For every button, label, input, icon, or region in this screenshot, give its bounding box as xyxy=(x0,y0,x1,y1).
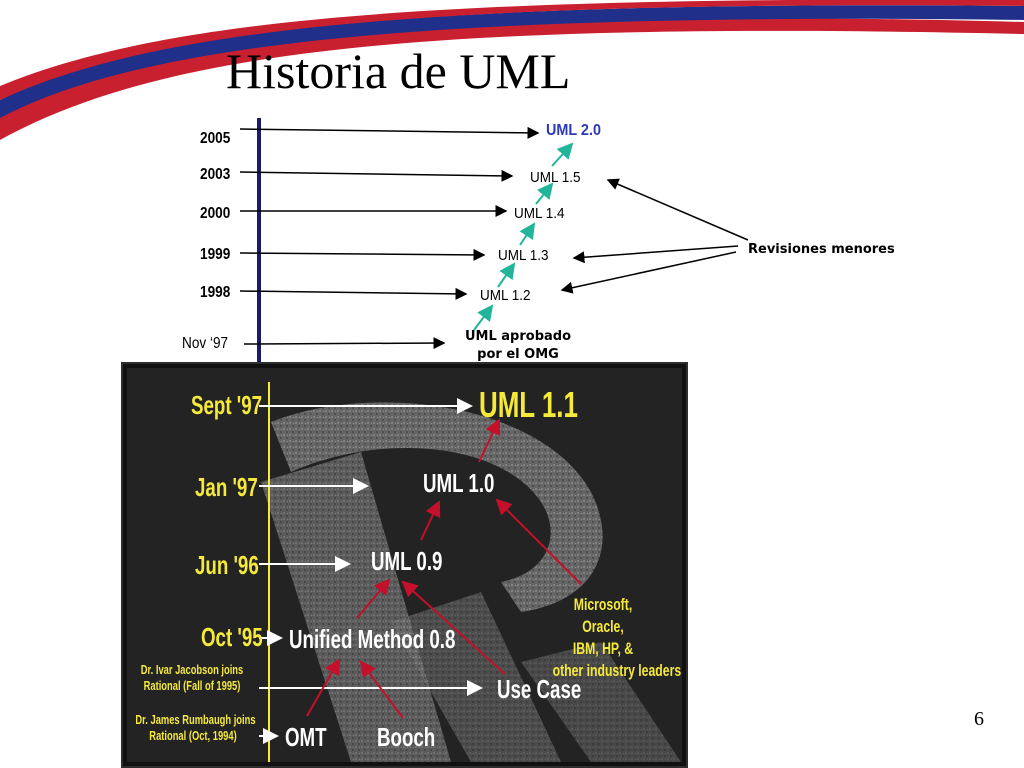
date-jun-96: Jun '96 xyxy=(195,550,259,580)
approved-line2: por el OMG xyxy=(477,347,559,362)
ivar-line2: Rational (Fall of 1995) xyxy=(143,678,241,693)
james-rumbaugh-note: Dr. James Rumbaugh joins Rational (Oct, … xyxy=(135,712,256,744)
arrow-2003 xyxy=(239,169,514,182)
photo-artwork xyxy=(121,362,688,768)
date-sept-97: Sept '97 xyxy=(191,390,263,420)
version-uml-1-5: UML 1.5 xyxy=(530,169,581,186)
approved-label: UML aprobado por el OMG xyxy=(448,328,588,364)
year-2005: 2005 xyxy=(200,130,231,147)
version-uml-1-2: UML 1.2 xyxy=(480,287,531,304)
arrow-rev-1-5 xyxy=(606,178,749,241)
node-use-case: Use Case xyxy=(497,674,582,704)
node-uml-1-1: UML 1.1 xyxy=(479,384,578,425)
year-1999: 1999 xyxy=(200,246,231,263)
industry-line1: Microsoft, xyxy=(573,595,633,614)
arrow-2005 xyxy=(239,126,540,139)
year-2003: 2003 xyxy=(200,166,231,183)
history-photo-panel: Sept '97 Jan '97 Jun '96 Oct '95 Dr. Iva… xyxy=(121,362,688,768)
industry-leaders-note: Microsoft, Oracle, IBM, HP, & other indu… xyxy=(552,594,682,682)
industry-line4: other industry leaders xyxy=(552,661,682,680)
revisions-label: Revisiones menores xyxy=(748,242,895,257)
node-uml-1-0: UML 1.0 xyxy=(423,468,495,498)
header-banner xyxy=(0,0,1024,140)
arrow-nov97 xyxy=(243,337,446,350)
arrow-approved-to-1-2 xyxy=(473,304,494,331)
arrow-rev-1-2 xyxy=(560,251,737,294)
page-number: 6 xyxy=(974,708,984,730)
arrow-1-3-to-1-4 xyxy=(519,222,536,246)
node-booch: Booch xyxy=(377,722,436,752)
node-omt: OMT xyxy=(285,722,327,752)
arrow-rev-1-3 xyxy=(572,245,739,264)
version-uml-1-4: UML 1.4 xyxy=(514,205,565,222)
year-1998: 1998 xyxy=(200,284,231,301)
arrow-1-2-to-1-3 xyxy=(497,262,516,288)
arrow-1998 xyxy=(239,287,468,300)
node-unified-method-0-8: Unified Method 0.8 xyxy=(289,624,456,654)
james-line1: Dr. James Rumbaugh joins xyxy=(135,712,256,727)
industry-line3: IBM, HP, & xyxy=(572,639,634,658)
industry-line2: Oracle, xyxy=(582,617,624,636)
date-jan-97: Jan '97 xyxy=(195,472,258,502)
version-uml-1-3: UML 1.3 xyxy=(498,247,549,264)
arrow-1-5-to-2-0 xyxy=(551,142,574,167)
approved-line1: UML aprobado xyxy=(464,329,572,344)
year-nov-97: Nov ‘97 xyxy=(182,335,229,352)
james-line2: Rational (Oct, 1994) xyxy=(149,728,237,743)
upper-timeline-diagram xyxy=(239,118,749,380)
arrow-1-4-to-1-5 xyxy=(535,182,554,205)
node-uml-0-9: UML 0.9 xyxy=(371,546,443,576)
arrow-1999 xyxy=(239,248,486,261)
ivar-line1: Dr. Ivar Jacobson joins xyxy=(140,662,244,677)
year-2000: 2000 xyxy=(200,205,231,222)
version-uml-2-0: UML 2.0 xyxy=(546,122,601,139)
date-oct-95: Oct '95 xyxy=(201,622,263,652)
ivar-jacobson-note: Dr. Ivar Jacobson joins Rational (Fall o… xyxy=(138,662,246,694)
page-title: Historia de UML xyxy=(226,43,571,99)
